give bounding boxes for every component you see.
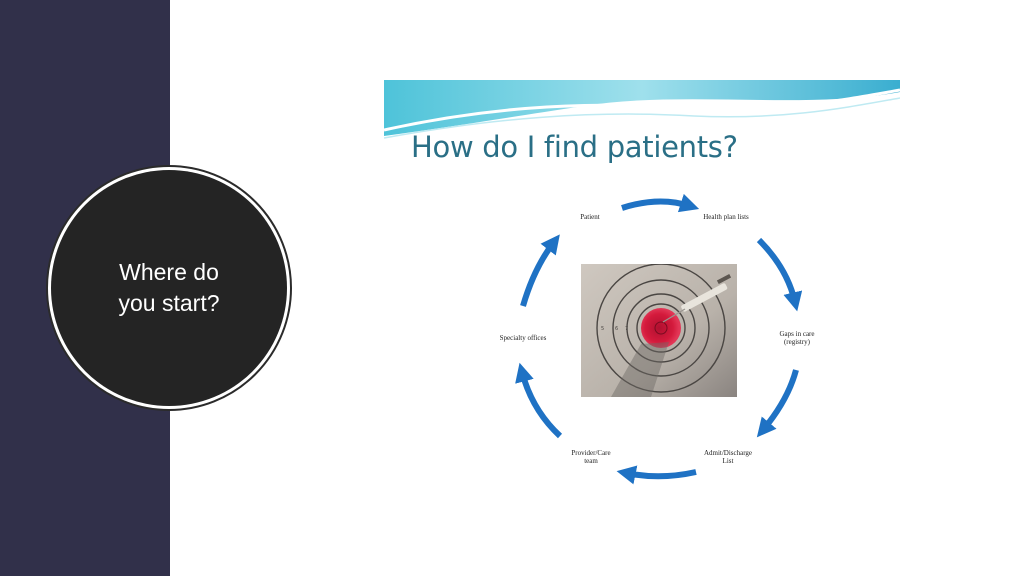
header-wave-graphic [384,80,900,139]
node-gaps-in-care: Gaps in care (registry) [779,330,815,346]
slide-title: Where do you start? [118,259,220,316]
syringe-graphic [662,273,732,323]
node-admit-discharge: Admit/Discharge List [703,449,753,465]
arrow-provider-to-specialty [515,362,563,439]
arrow-patient-to-healthplan [621,193,700,213]
node-provider-care: Provider/Care team [571,449,611,465]
embedded-slide-image: How do I find patients? Patient Health p… [384,80,900,494]
title-circle: Where do you start? [51,170,287,406]
cycle-diagram [515,193,803,485]
arrow-admit-to-provider [616,465,697,485]
svg-text:7: 7 [625,326,628,332]
arrow-healthplan-to-gaps [756,237,803,312]
node-patient: Patient [580,213,600,221]
node-specialty: Specialty offices [499,334,547,342]
node-health-plan: Health plan lists [703,213,749,221]
cycle-arrows [515,193,803,485]
arrow-gaps-to-admit [756,369,799,438]
arrow-specialty-to-patient [520,234,560,307]
svg-text:6: 6 [615,326,618,332]
image-heading: How do I find patients? [411,130,738,164]
target-photo: 5 6 7 [581,264,737,397]
svg-text:5: 5 [601,326,604,332]
